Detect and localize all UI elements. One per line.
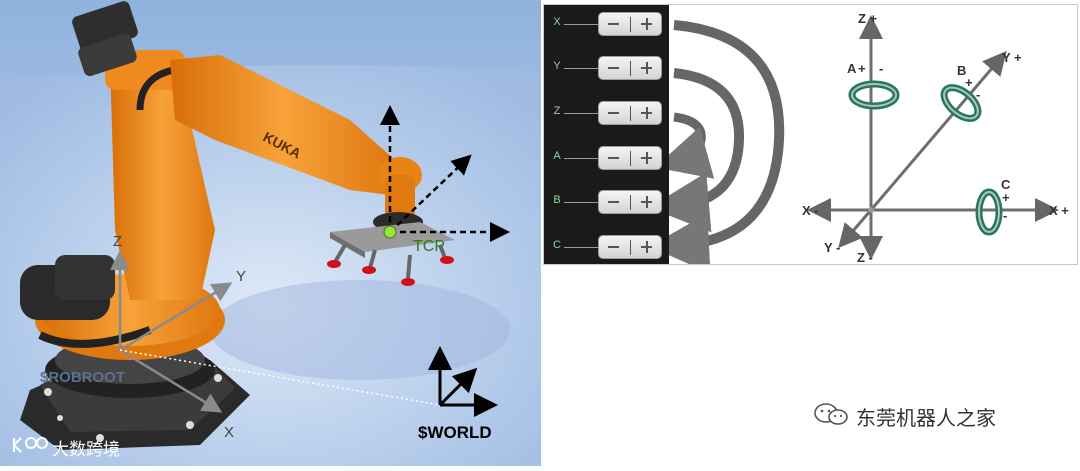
jog-axis-line [564, 68, 598, 69]
rotation-a-icon [852, 84, 896, 106]
watermark-text: 东莞机器人之家 [856, 402, 996, 431]
mapping-arrows [674, 25, 779, 245]
world-label: $WORLD [418, 423, 492, 442]
jog-key-c[interactable] [598, 235, 662, 259]
z-plus-label: Z + [858, 11, 878, 26]
jog-axis-line [564, 158, 598, 159]
z-minus-label: Z - [857, 250, 873, 264]
robroot-x-label: X [224, 424, 234, 441]
jog-axis-label-b: B [550, 194, 564, 206]
separator [630, 240, 631, 255]
separator [630, 106, 631, 121]
wechat-icon [812, 402, 852, 426]
robot-scene: KUKA TCP [0, 0, 541, 466]
minus-icon[interactable] [608, 246, 619, 248]
jog-axis-label-a: A [550, 150, 564, 162]
minus-icon[interactable] [608, 157, 619, 159]
jog-axis-line [564, 202, 598, 203]
separator [630, 17, 631, 32]
rotation-c-icon [979, 192, 999, 232]
robot-illustration: KUKA TCP [0, 0, 541, 466]
robroot-label: $ROBROOT [40, 369, 125, 386]
jog-axis-line [564, 24, 598, 25]
minus-icon[interactable] [608, 201, 619, 203]
jog-key-b[interactable] [598, 190, 662, 214]
jog-axis-label-x: X [550, 16, 564, 28]
a-minus-label: - [879, 61, 883, 76]
robroot-z-label: Z [113, 233, 122, 250]
jog-axis-line [564, 113, 598, 114]
jog-axis-label-y: Y [550, 60, 564, 72]
y-plus-label: Y + [1002, 50, 1022, 65]
minus-icon[interactable] [608, 23, 619, 25]
a-label: A [847, 61, 857, 76]
y-minus-label: Y - [824, 240, 840, 255]
a-plus-label: + [858, 61, 866, 76]
separator [630, 195, 631, 210]
x-plus-label: X + [1049, 203, 1069, 218]
brand-text: 大数跨境 [52, 435, 120, 460]
separator [630, 151, 631, 166]
minus-icon[interactable] [608, 67, 619, 69]
jog-key-strip [544, 5, 669, 264]
x-minus-label: X - [802, 203, 819, 218]
jog-axis-line [564, 247, 598, 248]
separator [630, 61, 631, 76]
brand-logo-icon [10, 434, 50, 456]
c-minus-label: - [1003, 208, 1007, 223]
jog-key-y[interactable] [598, 56, 662, 80]
b-minus-label: - [976, 87, 980, 102]
jog-panel: X Y Z A B C [543, 4, 1078, 265]
jog-key-z[interactable] [598, 101, 662, 125]
minus-icon[interactable] [608, 112, 619, 114]
jog-key-x[interactable] [598, 12, 662, 36]
jog-axis-label-z: Z [550, 105, 564, 117]
coordinate-diagram: Z + Z - X + X - Y + Y - A + - B + - C + … [669, 5, 1077, 264]
jog-axis-label-c: C [550, 239, 564, 251]
b-plus-label: + [965, 75, 973, 90]
c-plus-label: + [1002, 190, 1010, 205]
tcp-label: TCP [413, 238, 445, 255]
robroot-y-label: Y [236, 268, 246, 285]
jog-key-a[interactable] [598, 146, 662, 170]
